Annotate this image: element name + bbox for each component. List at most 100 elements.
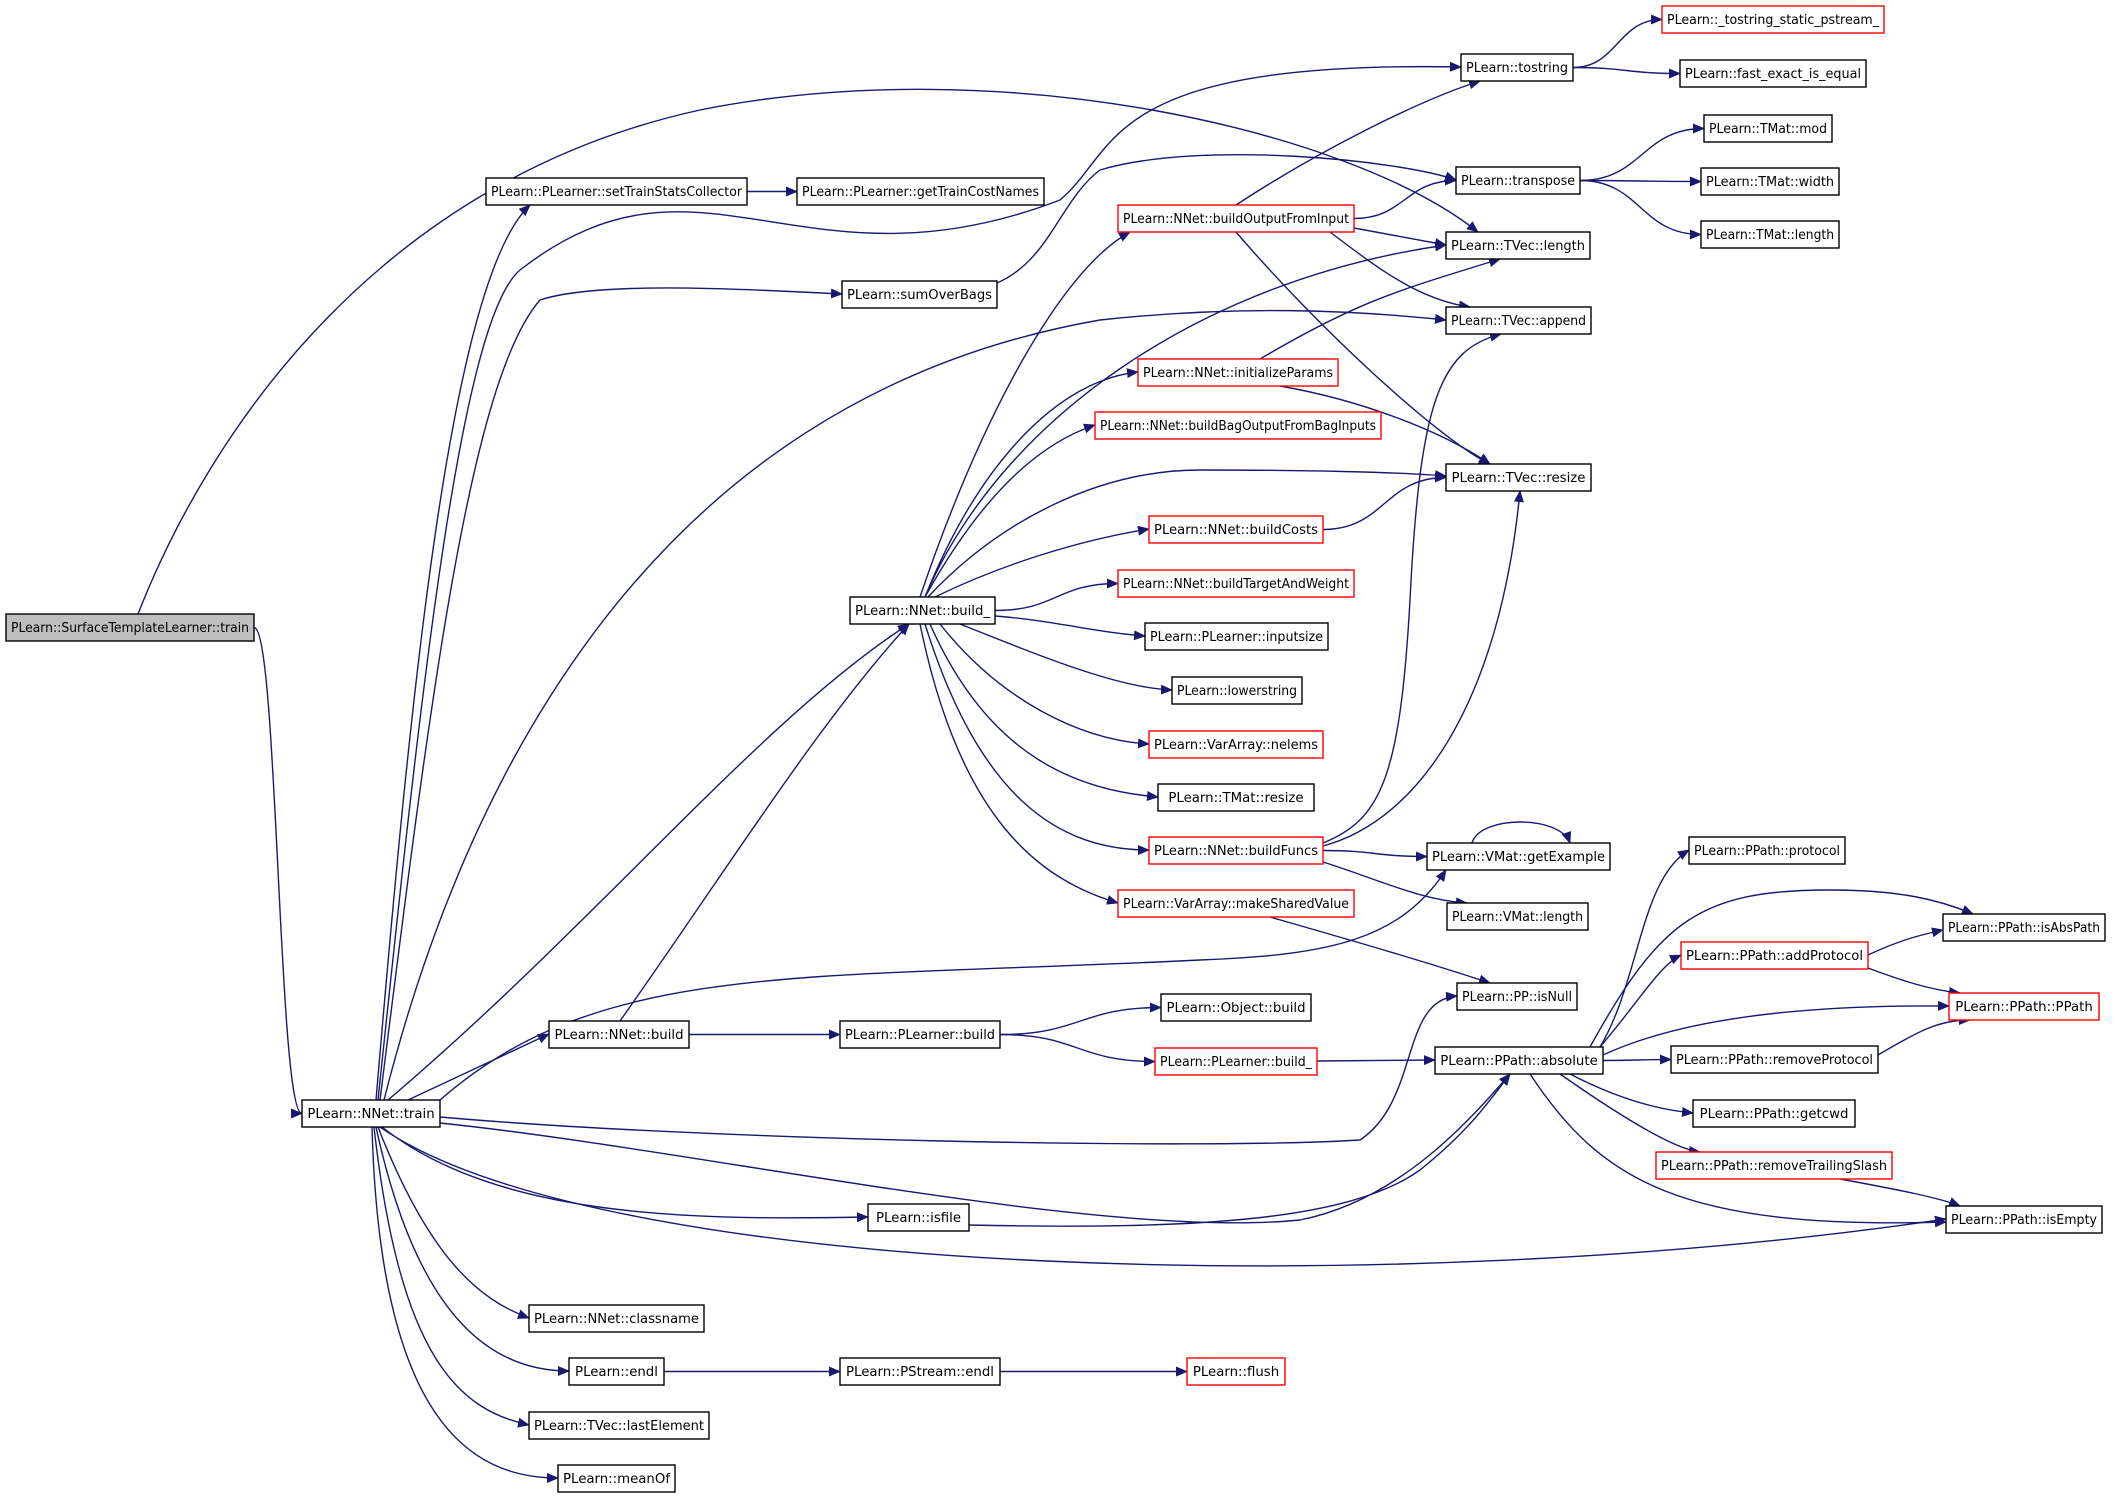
graph-node[interactable]: PLearn::NNet::buildTargetAndWeight — [1117, 569, 1355, 598]
node-box[interactable] — [1154, 1047, 1318, 1076]
node-box[interactable] — [1137, 358, 1339, 387]
node-box[interactable] — [1655, 1151, 1893, 1180]
graph-node[interactable]: PLearn::endl — [568, 1357, 665, 1386]
node-box[interactable] — [1703, 114, 1833, 143]
node-box[interactable] — [1144, 622, 1329, 651]
graph-node[interactable]: PLearn::PLearner::setTrainStatsCollector — [485, 177, 748, 206]
graph-node[interactable]: PLearn::PPath::getcwd — [1692, 1099, 1856, 1128]
graph-node[interactable]: PLearn::flush — [1186, 1357, 1286, 1386]
node-box[interactable] — [1455, 166, 1581, 195]
node-box[interactable] — [1094, 411, 1382, 440]
node-box[interactable] — [548, 1020, 690, 1049]
node-box[interactable] — [301, 1099, 441, 1128]
node-box[interactable] — [1445, 306, 1592, 335]
graph-node[interactable]: PLearn::TMat::width — [1700, 167, 1840, 196]
node-box[interactable] — [1117, 204, 1355, 233]
graph-node[interactable]: PLearn::PPath::isEmpty — [1945, 1205, 2103, 1234]
node-box[interactable] — [485, 177, 748, 206]
node-box[interactable] — [1670, 1045, 1879, 1074]
graph-node[interactable]: PLearn::PPath::isAbsPath — [1942, 913, 2106, 942]
graph-node[interactable]: PLearn::VMat::length — [1446, 902, 1589, 931]
graph-node[interactable]: PLearn::VarArray::nelems — [1148, 730, 1324, 759]
graph-node[interactable]: PLearn::VMat::getExample — [1426, 842, 1611, 871]
graph-node[interactable]: PLearn::TVec::length — [1445, 231, 1591, 260]
graph-node[interactable]: PLearn::PLearner::inputsize — [1144, 622, 1329, 651]
node-box[interactable] — [1692, 1099, 1856, 1128]
node-box[interactable] — [1700, 167, 1840, 196]
graph-node[interactable]: PLearn::PPath::protocol — [1688, 836, 1846, 865]
node-box[interactable] — [557, 1464, 676, 1493]
graph-node[interactable]: PLearn::PPath::removeProtocol — [1670, 1045, 1879, 1074]
graph-node[interactable]: PLearn::NNet::buildCosts — [1148, 515, 1324, 544]
node-box[interactable] — [1948, 992, 2100, 1021]
graph-node[interactable]: PLearn::NNet::buildBagOutputFromBagInput… — [1094, 411, 1382, 440]
node-box[interactable] — [1445, 463, 1592, 492]
node-box[interactable] — [1661, 5, 1885, 34]
node-box[interactable] — [1688, 836, 1846, 865]
graph-node[interactable]: PLearn::NNet::buildFuncs — [1148, 836, 1324, 865]
graph-node[interactable]: PLearn::NNet::classname — [528, 1304, 705, 1333]
node-box[interactable] — [1942, 913, 2106, 942]
node-box[interactable] — [1434, 1046, 1604, 1075]
node-box[interactable] — [1460, 53, 1574, 82]
graph-node[interactable]: PLearn::PP::isNull — [1456, 982, 1578, 1011]
node-box[interactable] — [1456, 982, 1578, 1011]
graph-node[interactable]: PLearn::PPath::removeTrailingSlash — [1655, 1151, 1893, 1180]
graph-node[interactable]: PLearn::TVec::append — [1445, 306, 1592, 335]
node-box[interactable] — [1148, 730, 1324, 759]
graph-node[interactable]: PLearn::PPath::absolute — [1434, 1046, 1604, 1075]
graph-node[interactable]: PLearn::NNet::build — [548, 1020, 690, 1049]
node-box[interactable] — [1446, 902, 1589, 931]
graph-node[interactable]: PLearn::PStream::endl — [839, 1357, 1001, 1386]
node-box[interactable] — [839, 1357, 1001, 1386]
node-box[interactable] — [1186, 1357, 1286, 1386]
node-box[interactable] — [1426, 842, 1611, 871]
graph-node[interactable]: PLearn::sumOverBags — [841, 280, 998, 309]
graph-node[interactable]: PLearn::TMat::mod — [1703, 114, 1833, 143]
node-box[interactable] — [849, 596, 996, 625]
node-box[interactable] — [1148, 836, 1324, 865]
graph-node[interactable]: PLearn::Object::build — [1160, 993, 1312, 1022]
node-box[interactable] — [528, 1304, 705, 1333]
graph-node[interactable]: PLearn::PLearner::getTrainCostNames — [796, 177, 1045, 206]
graph-node[interactable]: PLearn::NNet::train — [301, 1099, 441, 1128]
graph-node[interactable]: PLearn::SurfaceTemplateLearner::train — [5, 613, 255, 642]
graph-node[interactable]: PLearn::lowerstring — [1171, 676, 1303, 705]
graph-node[interactable]: PLearn::NNet::build_ — [849, 596, 996, 625]
graph-node[interactable]: PLearn::tostring — [1460, 53, 1574, 82]
graph-node[interactable]: PLearn::TVec::lastElement — [528, 1411, 710, 1440]
node-box[interactable] — [1945, 1205, 2103, 1234]
graph-node[interactable]: PLearn::NNet::initializeParams — [1137, 358, 1339, 387]
node-box[interactable] — [1148, 515, 1324, 544]
node-box[interactable] — [839, 1020, 1001, 1049]
node-box[interactable] — [867, 1203, 970, 1232]
graph-node[interactable]: PLearn::fast_exact_is_equal — [1679, 59, 1867, 88]
graph-node[interactable]: PLearn::PLearner::build_ — [1154, 1047, 1318, 1076]
node-box[interactable] — [5, 613, 255, 642]
node-box[interactable] — [1445, 231, 1591, 260]
graph-node[interactable]: PLearn::transpose — [1455, 166, 1581, 195]
node-box[interactable] — [1117, 889, 1355, 918]
node-box[interactable] — [1679, 59, 1867, 88]
graph-node[interactable]: PLearn::PPath::addProtocol — [1680, 941, 1869, 970]
node-box[interactable] — [528, 1411, 710, 1440]
graph-node[interactable]: PLearn::PLearner::build — [839, 1020, 1001, 1049]
graph-node[interactable]: PLearn::TMat::length — [1700, 220, 1840, 249]
node-box[interactable] — [1171, 676, 1303, 705]
node-box[interactable] — [1680, 941, 1869, 970]
node-box[interactable] — [1117, 569, 1355, 598]
node-box[interactable] — [796, 177, 1045, 206]
node-box[interactable] — [568, 1357, 665, 1386]
graph-node[interactable]: PLearn::meanOf — [557, 1464, 676, 1493]
graph-node[interactable]: PLearn::_tostring_static_pstream_ — [1661, 5, 1885, 34]
graph-node[interactable]: PLearn::VarArray::makeSharedValue — [1117, 889, 1355, 918]
node-box[interactable] — [1160, 993, 1312, 1022]
node-box[interactable] — [1700, 220, 1840, 249]
node-box[interactable] — [841, 280, 998, 309]
graph-node[interactable]: PLearn::PPath::PPath — [1948, 992, 2100, 1021]
graph-node[interactable]: PLearn::TVec::resize — [1445, 463, 1592, 492]
node-box[interactable] — [1157, 783, 1315, 812]
graph-node[interactable]: PLearn::TMat::resize — [1157, 783, 1315, 812]
graph-node[interactable]: PLearn::isfile — [867, 1203, 970, 1232]
graph-node[interactable]: PLearn::NNet::buildOutputFromInput — [1117, 204, 1355, 233]
